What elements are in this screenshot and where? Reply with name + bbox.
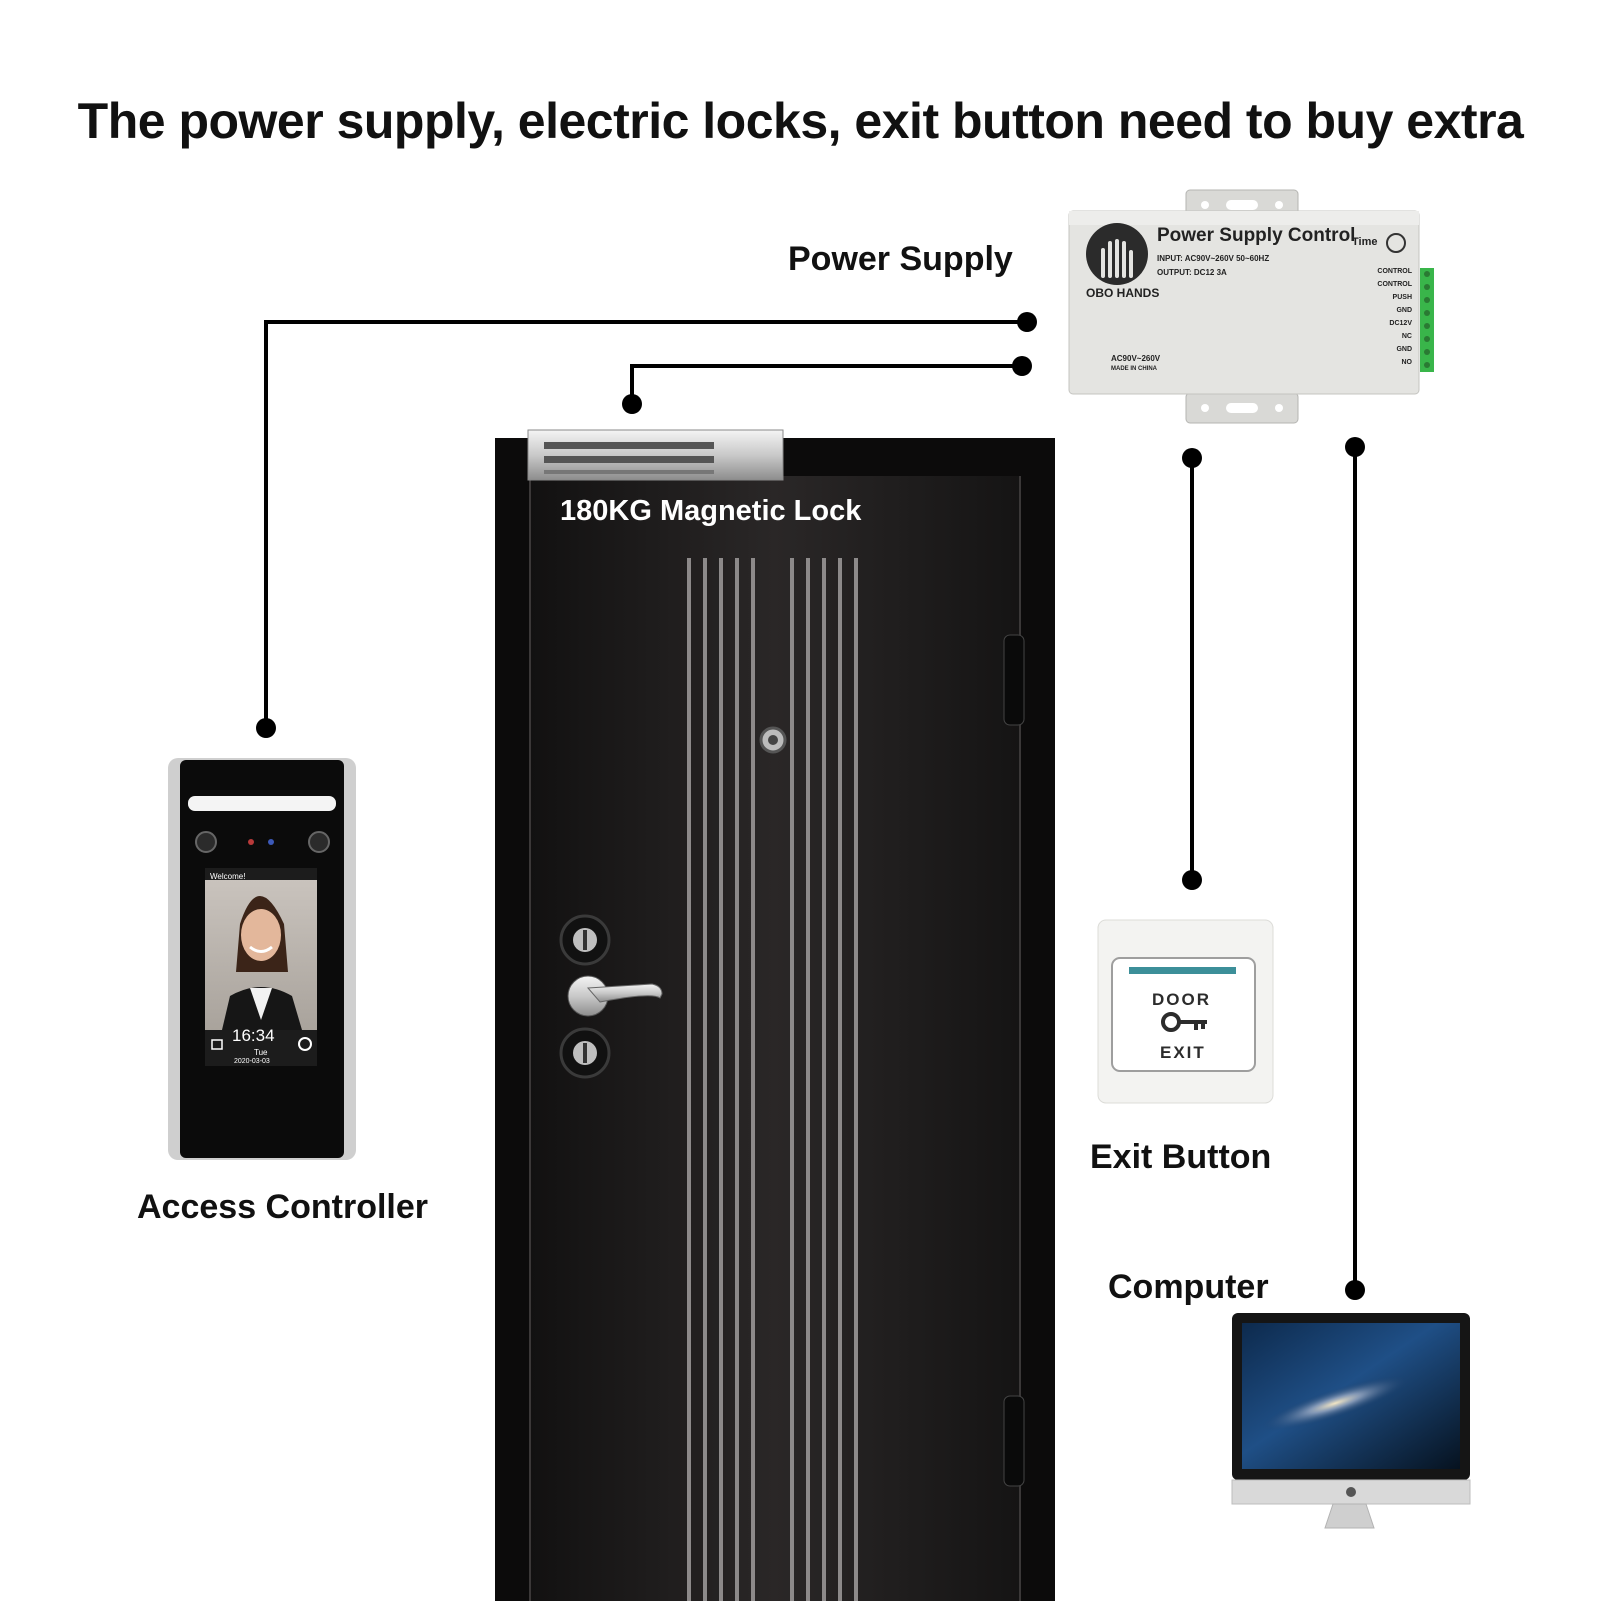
psu-output-rating: OUTPUT: DC12 3A [1157,268,1227,277]
label-magnetic-lock: 180KG Magnetic Lock [560,495,862,527]
dot-psu-2 [1012,356,1032,376]
apple-logo-icon [1346,1487,1356,1497]
hinge-bottom [1003,1395,1025,1487]
label-computer: Computer [1108,1268,1269,1306]
label-exit-button: Exit Button [1090,1138,1272,1176]
terminal-block [1420,268,1434,372]
gear-icon [298,1037,312,1051]
psu-brand: OBO HANDS [1086,286,1160,300]
screen-time: 16:34 [232,1026,275,1045]
dot-psu-1 [1017,312,1037,332]
label-access-controller: Access Controller [137,1188,428,1226]
psu-terminal-label: GND [1396,307,1412,314]
psu-terminal-label: PUSH [1392,294,1412,301]
light-bar [188,796,336,811]
screen-welcome: Welcome! [210,872,246,881]
door-leaf [530,476,1020,1601]
label-power-supply: Power Supply [788,240,1013,278]
camera-left [195,831,217,853]
access-controller-device [168,758,356,1160]
dot-computer-bottom [1345,1280,1365,1300]
power-supply-unit [1068,189,1434,424]
lock-icon [211,1039,223,1050]
psu-input-rating: INPUT: AC90V~260V 50~60HZ [1157,254,1270,263]
psu-made-in: MADE IN CHINA [1111,366,1157,372]
monitor-stand [1324,1503,1375,1529]
exit-face-door: DOOR [1152,990,1211,1009]
wire-dots [256,312,1365,1300]
dot-magnetic-lock [622,394,642,414]
psu-terminal-label: CONTROL [1377,281,1412,288]
dot-access-controller [256,718,276,738]
exit-face-exit: EXIT [1160,1043,1206,1062]
door-handle [567,975,663,1017]
psu-time-label: Time [1352,236,1378,248]
hinge-top [1003,634,1025,726]
wire-access-controller [264,320,1027,728]
wire-magnetic-lock [630,364,1027,404]
computer-device [1231,1313,1471,1529]
screen-date: 2020-03-03 [234,1058,270,1065]
dot-exit-bottom [1182,870,1202,890]
screen-day: Tue [254,1048,268,1057]
psu-title: Power Supply Control [1157,225,1356,246]
psu-terminal-label: GND [1396,346,1412,353]
dot-computer-top [1345,437,1365,457]
door [495,429,1055,1601]
camera-right [308,831,330,853]
exit-button-device [1097,919,1274,1104]
psu-terminal-label: CONTROL [1377,268,1412,275]
psu-terminal-label: NO [1401,359,1413,366]
psu-terminal-label: NC [1401,333,1412,340]
wires [264,320,1357,1290]
dot-exit-top [1182,448,1202,468]
headline: The power supply, electric locks, exit b… [77,93,1524,149]
psu-ac-label: AC90V~260V [1111,354,1161,363]
clock-icon [1386,233,1406,253]
magnetic-lock [527,429,784,481]
psu-terminal-label: DC12V [1389,320,1412,327]
door-grooves [687,558,858,1601]
